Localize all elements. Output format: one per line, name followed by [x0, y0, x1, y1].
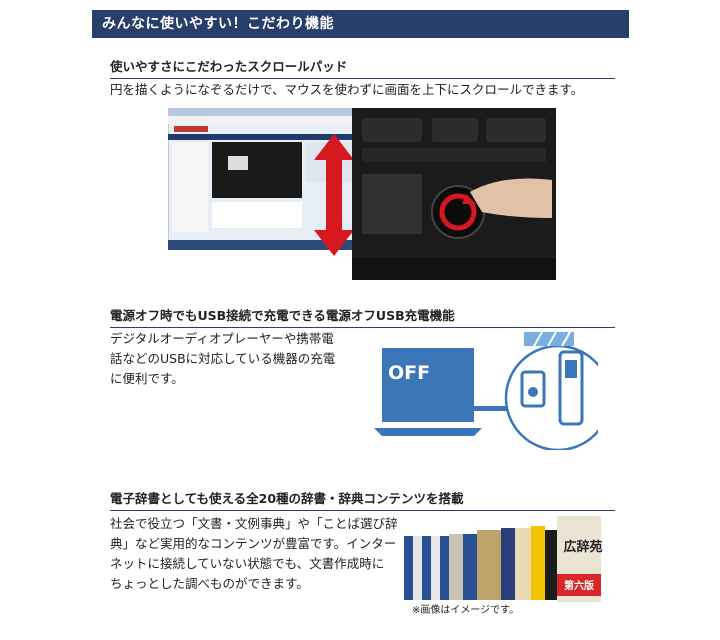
usb-charging-illustration	[374, 332, 598, 450]
page-header-title: みんなに使いやすい！こだわり機能	[102, 16, 334, 32]
section-scroll-pad-body: 円を描くようになぞるだけで、マウスを使わずに画面を上下にスクロールできます。	[110, 82, 584, 97]
dictionary-books-illustration	[404, 516, 601, 602]
dictionary-line-2: 典」など実用的なコンテンツが豊富です。インター	[110, 536, 397, 551]
usb-charge-line-1: デジタルオーディオプレーヤーや携帯電	[110, 331, 334, 346]
image-caption: ※画像はイメージです。	[412, 605, 520, 616]
dictionary-book-edition: 第六版	[564, 581, 594, 592]
usb-charge-line-3: に便利です。	[110, 371, 184, 386]
laptop-screen-off-label: OFF	[388, 362, 431, 384]
section-usb-charge-title: 電源オフ時でもUSB接続で充電できる電源オフUSB充電機能	[110, 305, 615, 328]
dictionary-book-title: 広辞苑	[563, 540, 603, 555]
scroll-arrow-icon	[314, 134, 354, 256]
dictionary-line-1: 社会で役立つ「文書・文例事典」や「ことば選び辞	[110, 516, 398, 531]
section-scroll-pad-title: 使いやすさにこだわったスクロールパッド	[110, 56, 615, 79]
dictionary-line-3: ネットに接続していない状態でも、文書作成時に	[110, 556, 385, 571]
section-dictionary-body: 社会で役立つ「文書・文例事典」や「ことば選び辞 典」など実用的なコンテンツが豊富…	[110, 514, 415, 594]
usb-charge-line-2: 話などのUSBに対応している機器の充電	[110, 351, 336, 366]
section-usb-charge-body: デジタルオーディオプレーヤーや携帯電 話などのUSBに対応している機器の充電 に…	[110, 329, 370, 389]
dictionary-line-4: ちょっとした調べものができます。	[110, 576, 309, 591]
section-dictionary-title: 電子辞書としても使える全20種の辞書・辞典コンテンツを搭載	[110, 488, 615, 511]
keyboard-scroll-pad-photo	[352, 108, 556, 280]
page-header: みんなに使いやすい！こだわり機能	[92, 10, 629, 38]
